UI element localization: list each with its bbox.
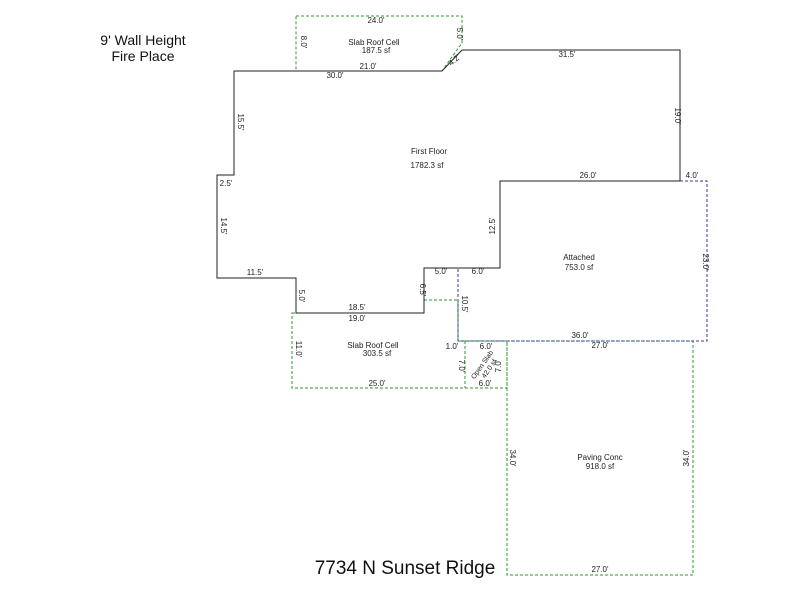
dim-label: 12.5' <box>488 217 497 235</box>
dim-label: 6.0' <box>472 267 485 276</box>
dim-label: 11.0' <box>294 341 303 358</box>
dim-label: 18.5' <box>348 303 366 312</box>
dim-label: 24.0' <box>367 16 385 25</box>
slab-bottom-size: 303.5 sf <box>363 349 392 358</box>
dim-label: 36.0' <box>571 331 589 340</box>
dim-label: 19.0' <box>673 107 682 125</box>
dim-label: 5.0' <box>297 290 306 303</box>
dim-label: 6.0' <box>480 342 493 351</box>
dim-label: 30.0' <box>326 71 344 80</box>
dim-label: 7.0' <box>494 359 503 372</box>
dim-label: 23.0' <box>701 253 710 271</box>
first-floor-size: 1782.3 sf <box>411 161 445 170</box>
dim-label: 34.0' <box>682 449 691 467</box>
dim-label: 4.0' <box>686 171 699 180</box>
dim-label: 19.0' <box>348 314 366 323</box>
dim-label: 5.0' <box>455 28 464 41</box>
dim-label: 25.0' <box>368 379 386 388</box>
dim-label: 1.0' <box>446 342 459 351</box>
dim-label: 4.2' <box>447 52 463 67</box>
address-title: 7734 N Sunset Ridge <box>314 558 496 579</box>
paving-size: 918.0 sf <box>586 462 615 471</box>
dim-label: 15.5' <box>236 113 245 131</box>
wall-height-note: 9' Wall Height Fire Place <box>78 32 208 64</box>
paving-name: Paving Conc <box>577 453 622 462</box>
dim-label: 8.0' <box>299 36 308 49</box>
dim-label: 14.5' <box>219 217 228 235</box>
attached-name: Attached <box>563 253 595 262</box>
first-floor-outline <box>216 49 681 314</box>
first-floor-name: First Floor <box>411 147 447 156</box>
dim-label: 34.0' <box>508 449 517 467</box>
slab-top-size: 187.5 sf <box>362 46 391 55</box>
dim-label: 27.0' <box>591 341 609 350</box>
slab-bottom-name: Slab Roof Cell <box>347 341 398 350</box>
slab-roof-top-outline <box>295 15 463 72</box>
paving-outline <box>506 340 694 576</box>
dim-label: 5.0' <box>435 267 448 276</box>
dim-label: 6.0' <box>479 379 492 388</box>
dim-label: 21.0' <box>359 62 377 71</box>
dim-label: 27.0' <box>591 565 609 574</box>
dim-label: 10.5' <box>460 295 469 313</box>
slab-top-name: Slab Roof Cell <box>348 38 399 47</box>
dim-label: 31.5' <box>558 50 576 59</box>
wall-height-text: 9' Wall Height <box>100 32 186 48</box>
attached-size: 753.0 sf <box>565 263 594 272</box>
dim-label: 11.5' <box>247 268 264 277</box>
dim-label: 6.5' <box>418 284 427 297</box>
dim-label: 2.5' <box>220 179 233 188</box>
dim-label: 26.0' <box>579 171 597 180</box>
fire-place-text: Fire Place <box>111 48 175 64</box>
dim-label: 7.0' <box>457 360 466 373</box>
